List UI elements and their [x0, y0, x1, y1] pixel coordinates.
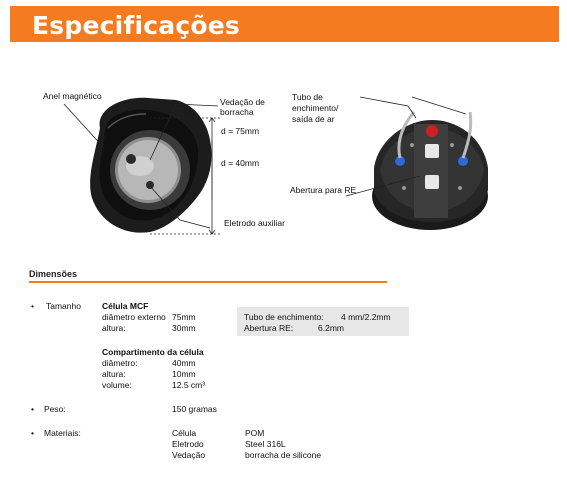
dimensions-divider: [29, 281, 387, 283]
row-label: diâmetro externo: [102, 312, 166, 322]
celula-heading: Célula MCF: [102, 301, 149, 311]
label-vedacao-2: borracha: [220, 107, 254, 117]
product-figures: [63, 96, 488, 235]
label-anel-magnetico: Anel magnético: [43, 91, 102, 101]
box-row-value: 6.2mm: [318, 323, 344, 333]
material-part: Vedação: [172, 450, 206, 460]
bullet: •: [31, 404, 34, 414]
box-row-label: Tubo de enchimento:: [244, 312, 324, 322]
row-label: altura:: [102, 323, 126, 333]
box-row-value: 4 mm/2.2mm: [341, 312, 391, 322]
row-value: 10mm: [172, 369, 196, 379]
label-d75: d = 75mm: [221, 126, 260, 136]
peso-label: Peso:: [44, 404, 66, 414]
dimensions-title: Dimensões: [29, 269, 78, 279]
label-vedacao-1: Vedação de: [220, 97, 265, 107]
row-label: volume:: [102, 380, 132, 390]
row-label: diâmetro:: [102, 358, 138, 368]
material-part: Eletrodo: [172, 439, 204, 449]
material-value: Steel 316L: [245, 439, 286, 449]
material-value: POM: [245, 428, 265, 438]
label-tubo-3: saída de ar: [292, 114, 335, 124]
right-annotation-lines: [345, 96, 467, 197]
header-banner: Especificações: [10, 6, 559, 42]
row-label: altura:: [102, 369, 126, 379]
row-value: 40mm: [172, 358, 196, 368]
label-tubo-1: Tubo de: [292, 92, 323, 102]
materiais-label: Materiais:: [44, 428, 81, 438]
opening-sizes-box: [237, 307, 409, 336]
tamanho-label: Tamanho: [46, 301, 81, 311]
left-annotation-lines: [63, 103, 222, 235]
bullet: •: [31, 428, 34, 438]
box-row-label: Abertura RE:: [244, 323, 294, 333]
cell-underside-image: [372, 111, 488, 230]
material-part: Célula: [172, 428, 197, 438]
label-d40: d = 40mm: [221, 158, 260, 168]
label-eletrodo-auxiliar: Eletrodo auxiliar: [224, 218, 285, 228]
row-value: 75mm: [172, 312, 196, 322]
compartimento-heading: Compartimento da célula: [102, 347, 204, 357]
cell-top-view-image: [90, 97, 212, 233]
material-value: borracha de silicone: [245, 450, 322, 460]
label-tubo-2: enchimento/: [292, 103, 339, 113]
page-title: Especificações: [32, 11, 240, 40]
bullet: •: [31, 301, 34, 311]
label-abertura-re: Abertura para RE: [290, 185, 357, 195]
peso-value: 150 gramas: [172, 404, 217, 414]
row-value: 30mm: [172, 323, 196, 333]
row-value: 12.5 cm³: [172, 380, 206, 390]
